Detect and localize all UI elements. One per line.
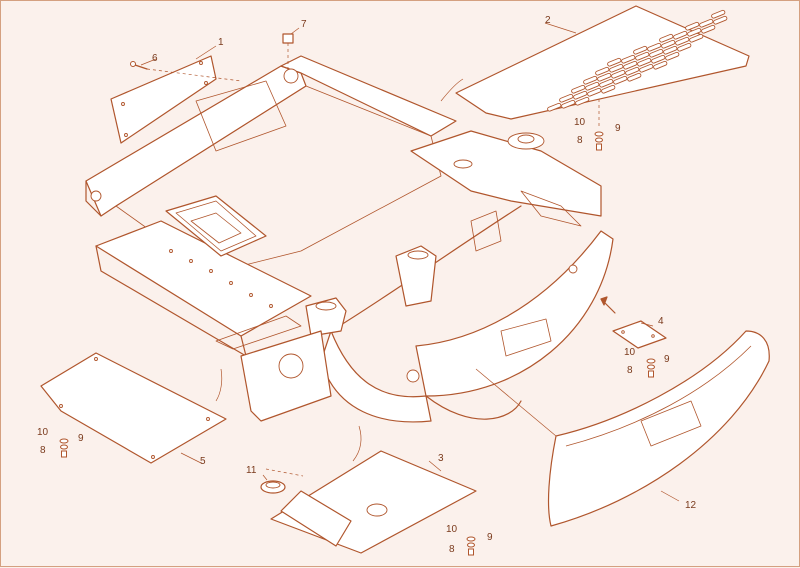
vent-slot <box>647 42 662 52</box>
vent-slot <box>547 102 562 112</box>
callout-c5: 5 <box>200 456 206 467</box>
lock-washer <box>60 444 68 450</box>
bolt-stack <box>59 438 69 458</box>
vent-slot <box>687 27 702 37</box>
callout-c10b: 10 <box>624 347 636 358</box>
vent-slot <box>583 75 598 85</box>
callout-c12: 12 <box>685 500 697 511</box>
part-1-plate <box>110 55 217 144</box>
vent-slot <box>623 60 638 70</box>
bolt-stack <box>466 536 476 556</box>
part-2-perforated-cover <box>455 5 750 120</box>
vent-slot <box>659 33 674 43</box>
vent-slot <box>711 9 726 19</box>
callout-c9a: 9 <box>615 123 621 134</box>
vent-slot <box>651 54 666 64</box>
vent-slot <box>635 51 650 61</box>
part-3-plate <box>270 450 477 554</box>
vent-slot <box>677 42 692 52</box>
lock-washer <box>467 542 475 548</box>
lock-washer <box>595 137 603 143</box>
vent-slot <box>625 66 640 76</box>
callout-c3: 3 <box>438 453 444 464</box>
callout-c8c: 8 <box>40 445 46 456</box>
vent-slot <box>663 45 678 55</box>
part-11-grommet <box>260 480 286 494</box>
leader-lines <box>140 22 680 502</box>
callout-c4: 4 <box>658 316 664 327</box>
bolt <box>648 370 654 378</box>
vent-slot <box>713 15 728 25</box>
washer <box>466 536 476 542</box>
vent-slot <box>653 60 668 70</box>
vent-slot <box>561 99 576 109</box>
callout-c11: 11 <box>246 465 257 476</box>
vent-slot <box>599 78 614 88</box>
callout-c1: 1 <box>218 37 224 48</box>
bolt <box>468 548 474 556</box>
vent-slot <box>649 48 664 58</box>
callout-c10c: 10 <box>37 427 49 438</box>
vent-slot <box>613 75 628 85</box>
bolt-stack <box>646 358 656 378</box>
main-frame <box>85 55 614 423</box>
vent-slot <box>675 36 690 46</box>
callout-c10a: 10 <box>574 117 586 128</box>
callout-c9b: 9 <box>664 354 670 365</box>
vent-slot <box>575 96 590 106</box>
vent-slot <box>607 57 622 67</box>
callout-c8a: 8 <box>577 135 583 146</box>
vent-slot <box>673 30 688 40</box>
washer <box>646 358 656 364</box>
vent-slot <box>611 69 626 79</box>
callout-c2: 2 <box>545 15 551 26</box>
part-6-screw <box>130 61 148 70</box>
part-4-plate <box>612 320 667 349</box>
vent-slot <box>699 18 714 28</box>
callout-c9d: 9 <box>487 532 493 543</box>
vent-slot <box>689 33 704 43</box>
bolt-stack <box>594 131 604 151</box>
washer <box>594 131 604 137</box>
part-5-plate <box>40 352 227 464</box>
vent-slot <box>585 81 600 91</box>
part-7-clip <box>282 33 294 44</box>
callout-c6: 6 <box>152 53 158 64</box>
vent-slot <box>637 57 652 67</box>
vent-slot <box>601 84 616 94</box>
callout-c8d: 8 <box>449 544 455 555</box>
callout-c7: 7 <box>301 19 307 30</box>
vent-slot <box>627 72 642 82</box>
vent-slot <box>559 93 574 103</box>
vent-slot <box>633 45 648 55</box>
vent-slot <box>685 21 700 31</box>
vent-slot <box>587 87 602 97</box>
vent-slot <box>571 84 586 94</box>
bolt <box>596 143 602 151</box>
vent-slot <box>609 63 624 73</box>
vent-slot <box>597 72 612 82</box>
callout-c8b: 8 <box>627 365 633 376</box>
vent-slot <box>701 24 716 34</box>
vent-slot <box>621 54 636 64</box>
vent-slot <box>661 39 676 49</box>
part-12-counterweight-cover <box>547 330 770 527</box>
vent-slot <box>665 51 680 61</box>
lock-washer <box>647 364 655 370</box>
washer <box>59 438 69 444</box>
vent-slot <box>573 90 588 100</box>
vent-slot <box>595 66 610 76</box>
callout-c10d: 10 <box>446 524 458 535</box>
callout-c9c: 9 <box>78 433 84 444</box>
bolt <box>61 450 67 458</box>
vent-slot <box>639 63 654 73</box>
